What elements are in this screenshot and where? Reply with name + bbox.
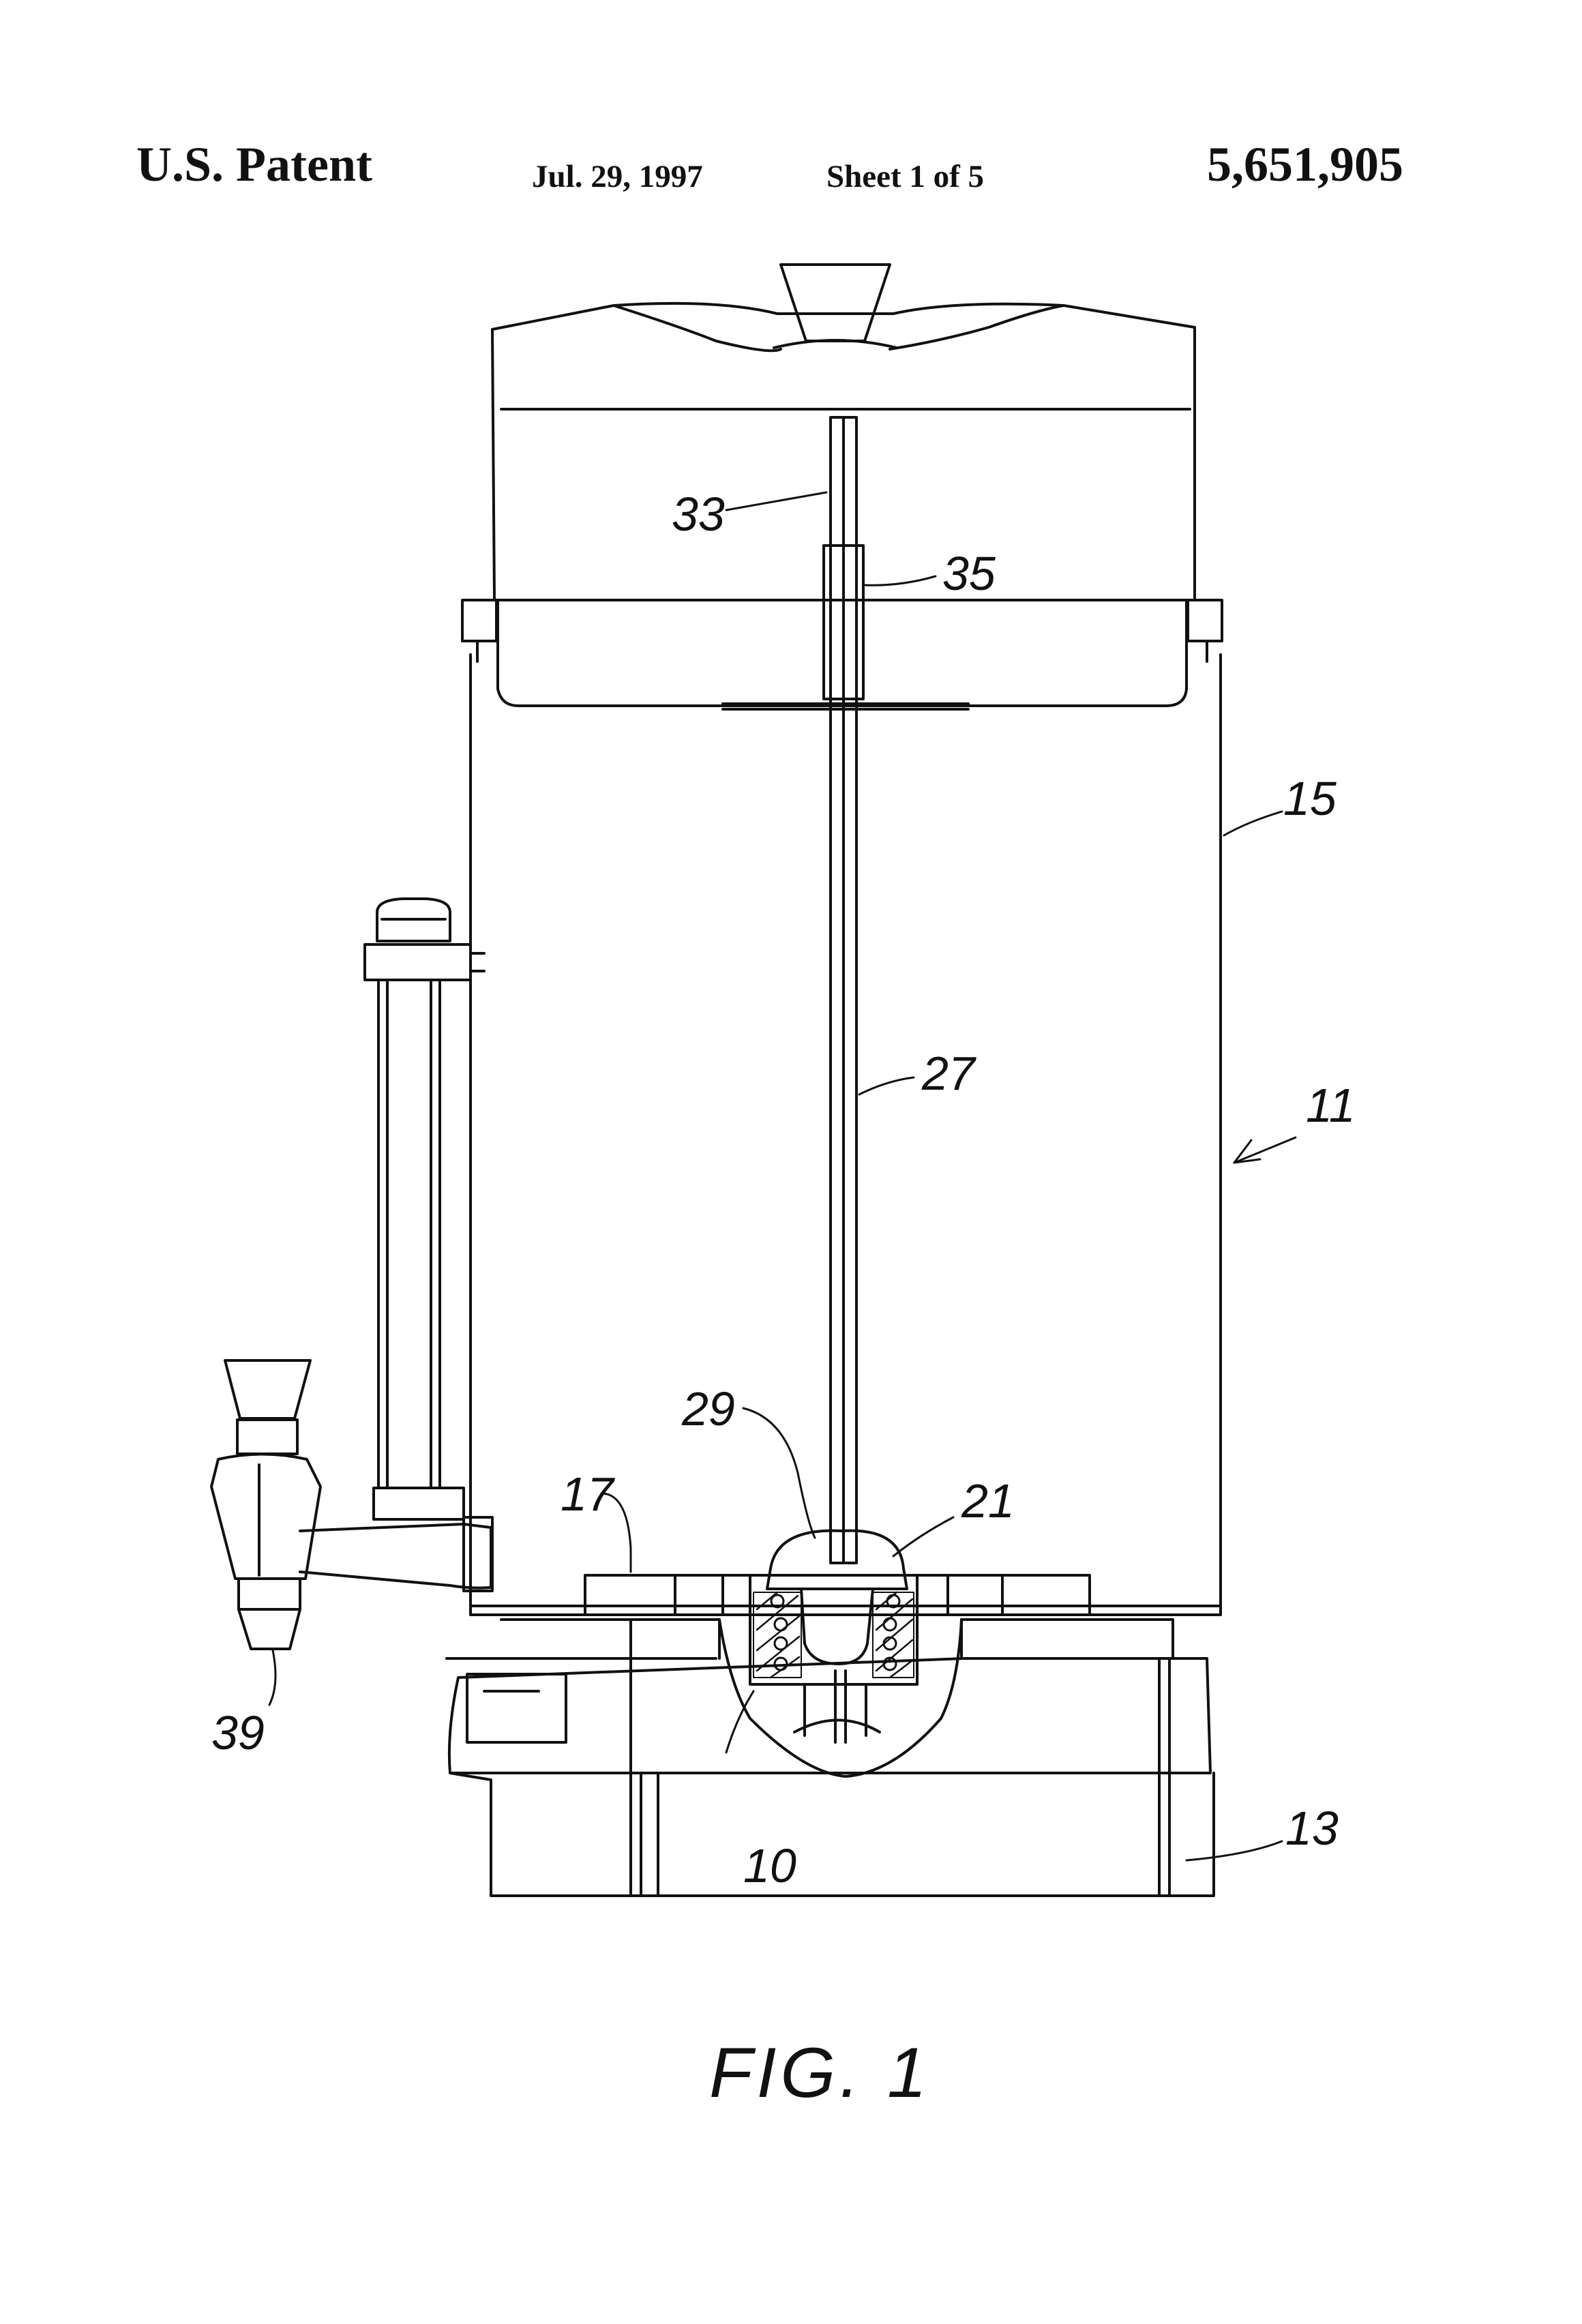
stem-tube [723, 417, 968, 1563]
ref-29: 29 [681, 1382, 735, 1435]
valve-cutaway [719, 1531, 961, 1776]
ref-39: 39 [211, 1706, 265, 1759]
ref-27: 27 [921, 1047, 977, 1100]
lid-knob [774, 265, 897, 348]
ref-10: 10 [743, 1839, 796, 1892]
ref-21: 21 [961, 1474, 1015, 1528]
ref-17: 17 [561, 1468, 616, 1521]
figure-caption: FIG. 1 [709, 2034, 931, 2113]
ref-35: 35 [942, 547, 996, 600]
ref-15: 15 [1283, 772, 1337, 825]
base-housing [447, 1620, 1214, 1896]
heater-plate [585, 1575, 1090, 1615]
ref-11: 11 [1306, 1079, 1356, 1132]
ref-33: 33 [672, 488, 725, 541]
faucet [211, 1360, 492, 1649]
ref-13: 13 [1285, 1802, 1339, 1855]
sight-gauge [365, 899, 484, 1519]
leader-lines [269, 492, 1296, 1860]
